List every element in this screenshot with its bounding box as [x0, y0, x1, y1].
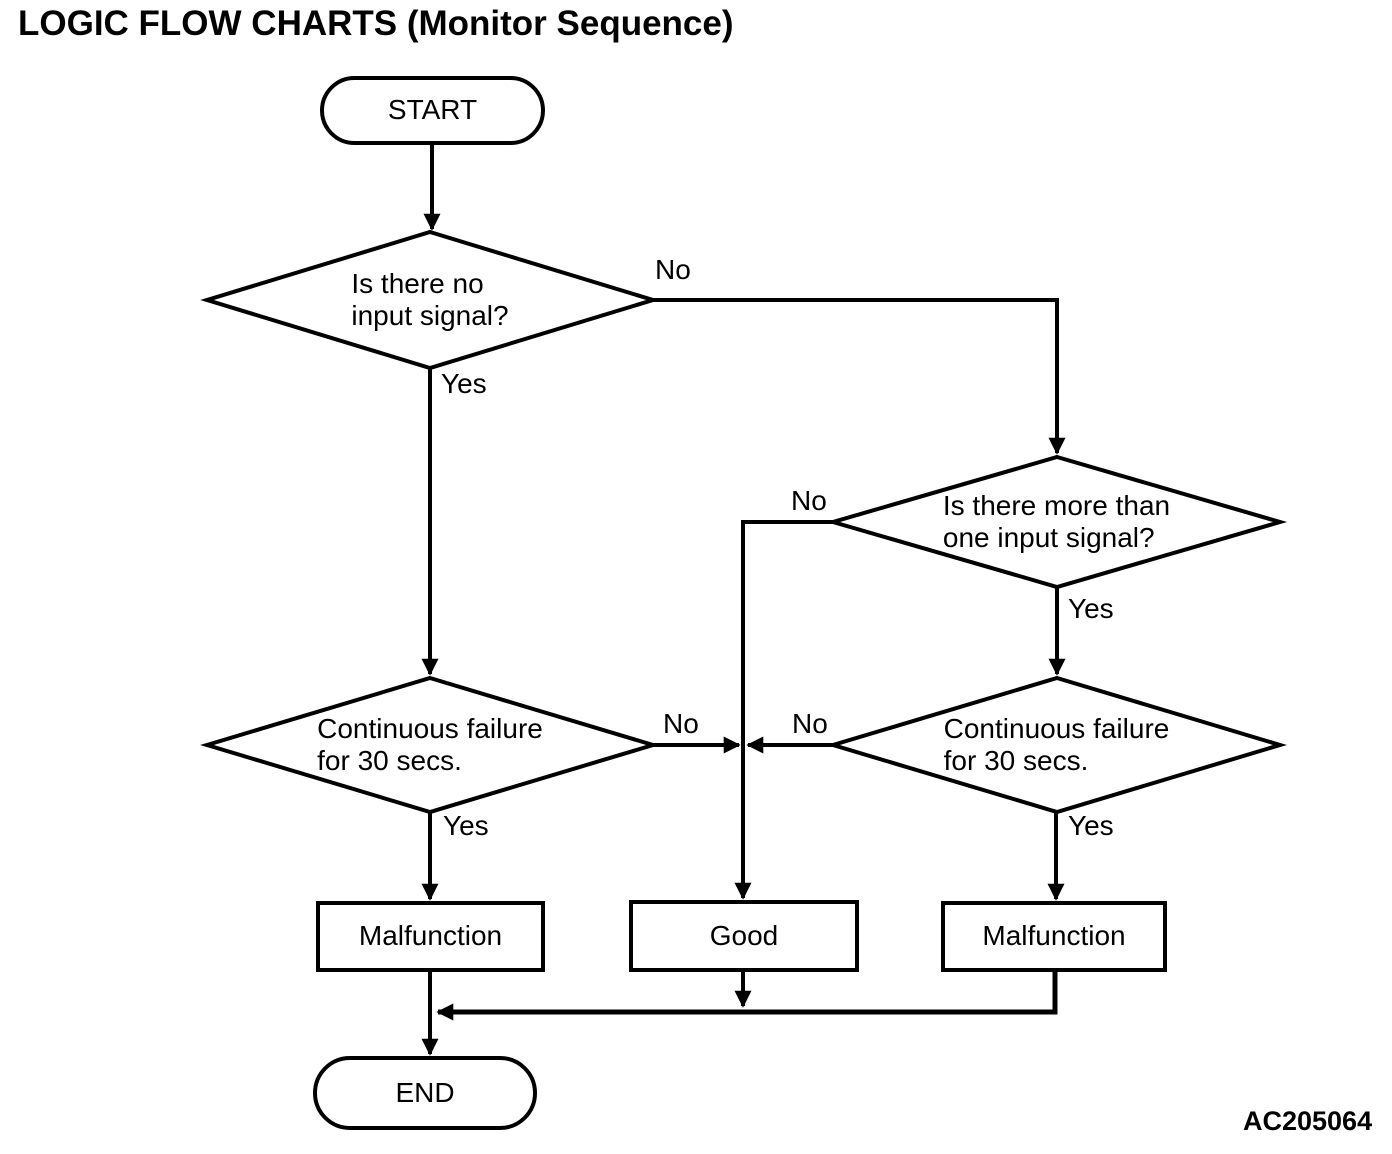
- decision-no-input-shape: [200, 229, 660, 371]
- edge-no-input-no-to-more-than-one: [653, 298, 1066, 455]
- decision-more-than-one-shape: [825, 454, 1288, 590]
- good-shape: [629, 900, 859, 972]
- page-title: LOGIC FLOW CHARTS (Monitor Sequence): [18, 4, 734, 43]
- malfunction-right-shape: [941, 901, 1167, 972]
- decision-cont-fail-right-shape: [826, 675, 1287, 815]
- malfunction-left-shape: [316, 901, 545, 972]
- end-node-shape: [313, 1056, 537, 1130]
- edge-malfunction-right-to-collector: [436, 970, 1058, 1021]
- start-node-shape: [320, 76, 545, 145]
- decision-cont-fail-left-shape: [200, 675, 660, 815]
- edge-more-than-one-no-to-good: [734, 520, 833, 900]
- figure-code: AC205064: [1243, 1106, 1373, 1136]
